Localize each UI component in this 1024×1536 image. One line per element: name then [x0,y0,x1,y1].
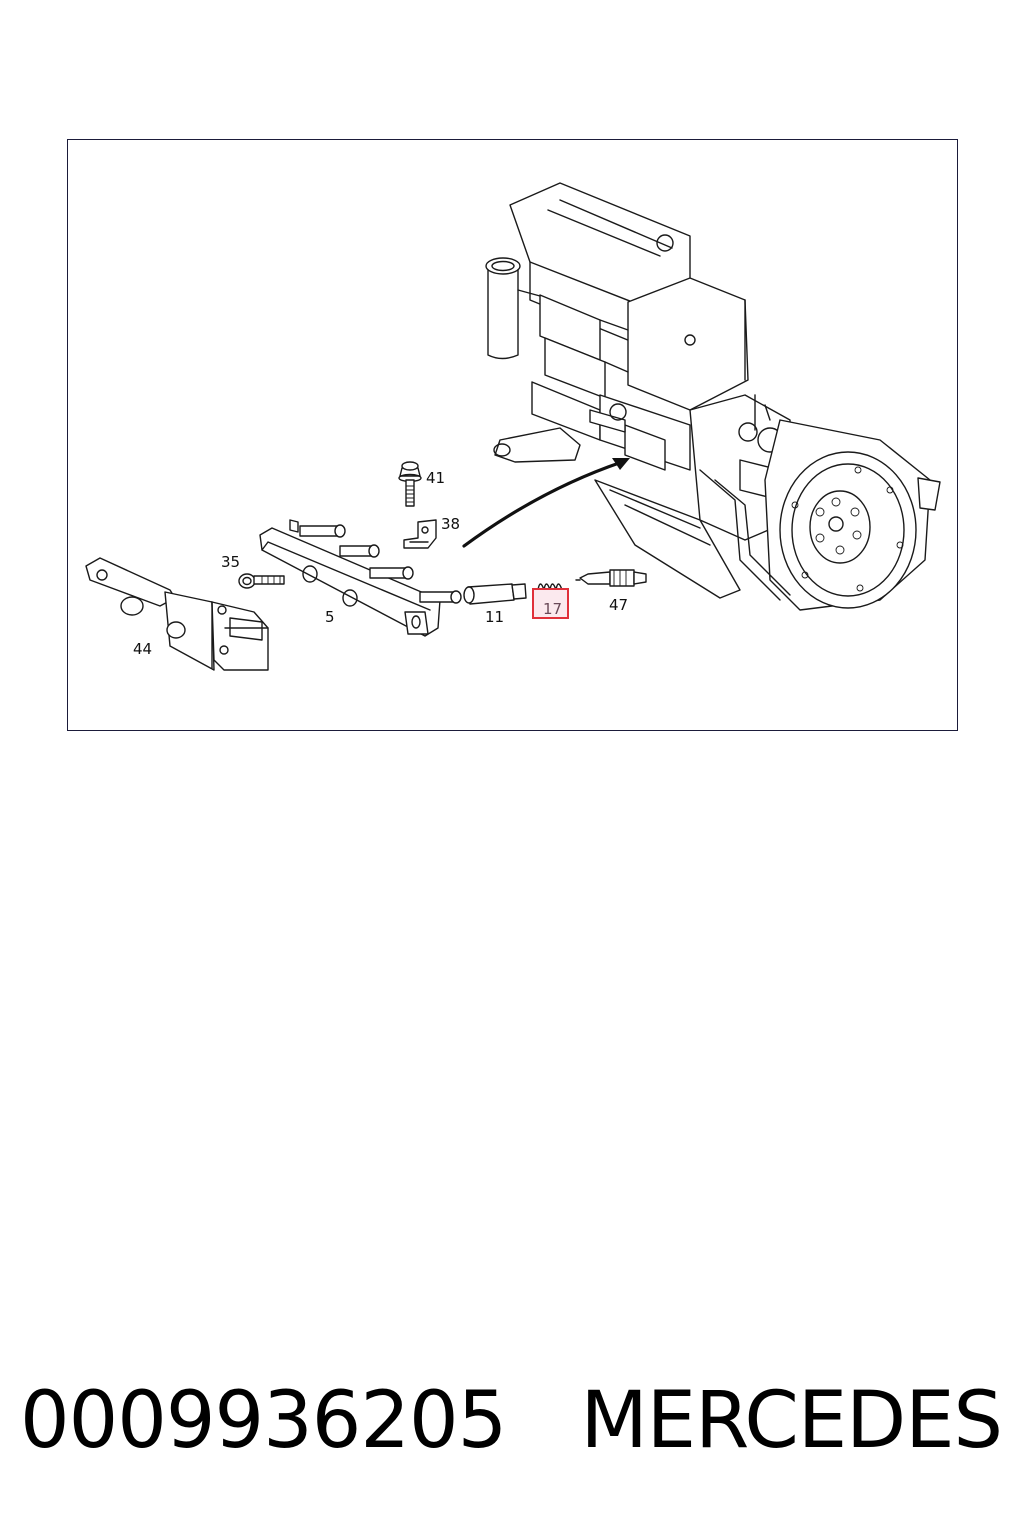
coil-pack-44 [85,557,269,671]
part-number: 0009936205 [20,1376,507,1466]
callout-38: 38 [441,515,460,533]
bolt-35 [238,573,285,589]
callout-11: 11 [485,608,504,626]
callout-17: 17 [543,600,562,618]
brand-name: MERCEDES [580,1376,1003,1466]
callout-41: 41 [426,469,445,487]
callout-5: 5 [325,608,335,626]
bracket-38 [403,519,437,549]
callout-35: 35 [221,553,240,571]
location-arrow [462,458,630,548]
coil-rail-5 [259,519,462,637]
connector-11 [463,583,527,605]
callout-44: 44 [133,640,152,658]
engine-assembly [485,182,941,611]
callout-47: 47 [609,596,628,614]
bolt-41 [398,461,422,507]
callout-17-highlight [532,588,569,619]
exploded-parts-diagram: 41 38 35 5 11 17 47 44 [85,182,941,671]
footer: 0009936205 MERCEDES [0,1366,1024,1476]
spark-plug-47 [575,569,647,587]
